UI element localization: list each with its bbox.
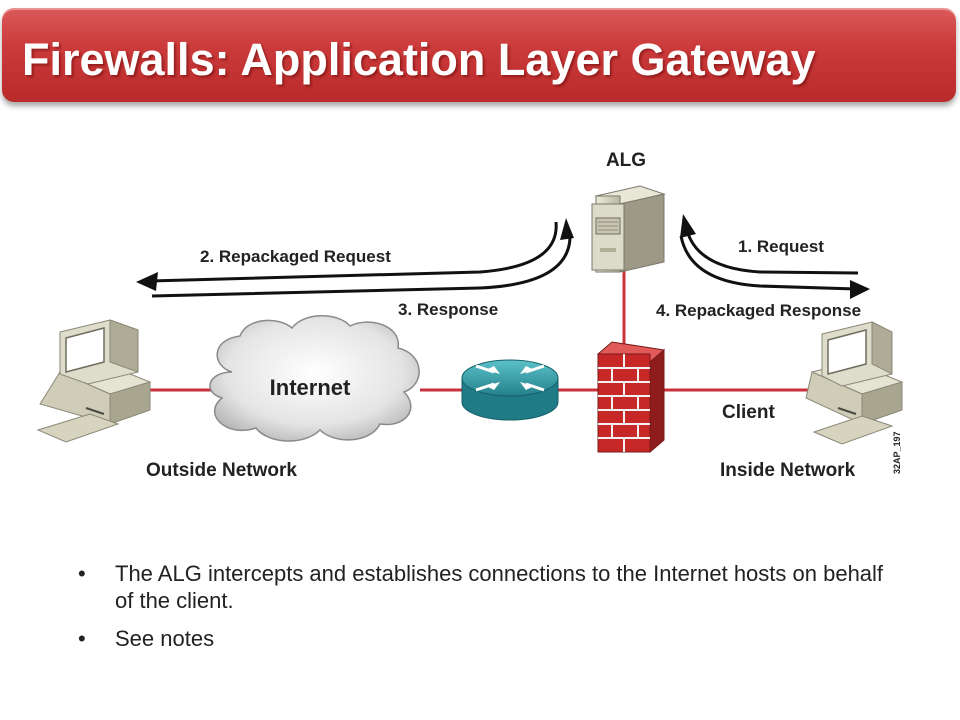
bullet-marker: • <box>78 626 86 651</box>
bullet-marker: • <box>78 561 86 586</box>
request-label: 1. Request <box>738 237 824 256</box>
arrow-repackaged-response-head <box>850 280 870 299</box>
inside-network-label: Inside Network <box>720 460 856 481</box>
arrow-repackaged-request-head <box>136 272 158 291</box>
arrow-repackaged-request <box>149 221 558 283</box>
arrow-repackaged-request-top-head <box>560 218 574 240</box>
alg-server-icon <box>591 185 666 273</box>
figure-id-label: 32AP_197 <box>892 431 902 474</box>
title-bar: Firewalls: Application Layer Gateway <box>2 8 956 102</box>
bullet-list: • The ALG intercepts and establishes con… <box>78 560 898 663</box>
arrow-request-head <box>680 214 696 238</box>
bullet-text: The ALG intercepts and establishes conne… <box>115 561 884 613</box>
internet-label: Internet <box>270 375 351 400</box>
arrow-response <box>151 237 572 298</box>
bullet-text: See notes <box>115 626 215 651</box>
flow-arrows <box>136 214 870 299</box>
client-computer-icon <box>805 321 904 445</box>
repackaged-request-label: 2. Repackaged Request <box>200 247 391 266</box>
firewall-icon <box>596 341 666 454</box>
arrow-repackaged-response <box>679 235 857 291</box>
internet-cloud-icon <box>209 315 420 442</box>
slide-title: Firewalls: Application Layer Gateway <box>22 34 816 85</box>
network-links <box>140 268 810 392</box>
client-label: Client <box>722 402 775 423</box>
repackaged-response-label: 4. Repackaged Response <box>656 301 861 320</box>
response-label: 3. Response <box>398 300 498 319</box>
bullet-item: • The ALG intercepts and establishes con… <box>78 560 898 614</box>
bullet-item: • See notes <box>78 625 898 652</box>
alg-label: ALG <box>606 150 646 171</box>
outside-network-label: Outside Network <box>146 460 297 481</box>
router-icon <box>461 359 559 421</box>
outside-computer-icon <box>36 319 152 443</box>
